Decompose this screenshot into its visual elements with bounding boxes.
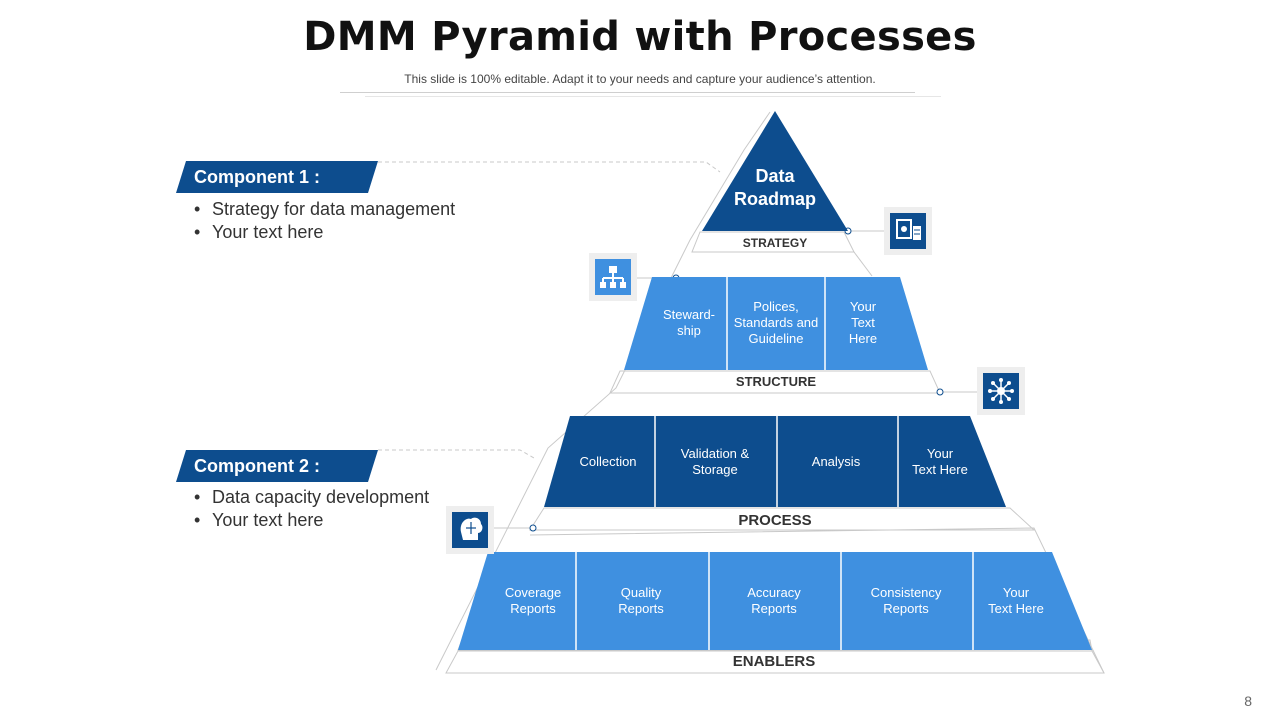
network-icon xyxy=(977,367,1025,415)
connector-dot xyxy=(529,524,537,532)
component-1-bullets: Strategy for data management Your text h… xyxy=(192,198,455,244)
connector-dot xyxy=(936,388,944,396)
component1-leader-line xyxy=(378,161,721,173)
apex-label-line2: Roadmap xyxy=(734,189,816,209)
hierarchy-icon xyxy=(589,253,637,301)
component-1-banner: Component 1 : xyxy=(176,161,378,193)
tier-label-structure: STRUCTURE xyxy=(736,374,816,389)
strategy-label-band xyxy=(691,231,855,253)
page-number: 8 xyxy=(1244,693,1252,709)
component-2-bullets: Data capacity development Your text here xyxy=(192,486,429,532)
pyramid-cell-label: Collection xyxy=(579,454,636,469)
roadmap-icon xyxy=(884,207,932,255)
tier-label-process: PROCESS xyxy=(738,512,811,529)
data-roadmap-apex xyxy=(702,111,848,231)
brain-icon xyxy=(446,506,494,554)
component2-leader-line xyxy=(378,449,535,459)
apex-label-line1: Data xyxy=(755,166,795,186)
structure-tier xyxy=(624,277,928,370)
tier-label-enablers: ENABLERS xyxy=(733,653,816,670)
title-divider-secondary xyxy=(365,96,941,97)
component-1-bullet: Strategy for data management xyxy=(192,198,455,221)
enablers-tier xyxy=(458,552,1092,650)
component-2-banner: Component 2 : xyxy=(176,450,378,482)
right-outline-upper xyxy=(853,251,873,277)
component-1-bullet: Your text here xyxy=(192,221,455,244)
pyramid-cell-label: Validation &Storage xyxy=(681,446,750,477)
component-2-bullet: Data capacity development xyxy=(192,486,429,509)
pyramid-cell-label: Steward-ship xyxy=(663,307,715,338)
slide-title: DMM Pyramid with Processes xyxy=(303,14,977,60)
pyramid-cell-label: Analysis xyxy=(812,454,861,469)
tier-label-strategy: STRATEGY xyxy=(743,236,807,250)
structure-label-band xyxy=(609,370,941,394)
component-2-bullet: Your text here xyxy=(192,509,429,532)
slide-subtitle: This slide is 100% editable. Adapt it to… xyxy=(404,72,876,86)
title-divider xyxy=(340,92,915,93)
process-tier xyxy=(544,416,1006,507)
